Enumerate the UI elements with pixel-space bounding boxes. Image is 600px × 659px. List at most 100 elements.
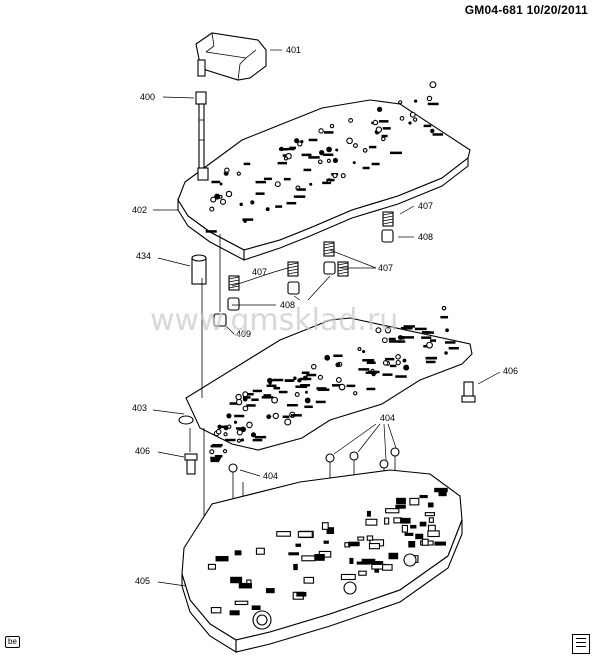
part-401-bracket[interactable] — [195, 32, 267, 81]
part-403-separator-plate[interactable] — [178, 305, 473, 463]
plate-hole — [229, 402, 241, 405]
plate-hole — [300, 139, 304, 144]
body-cell — [296, 591, 307, 597]
plate-hole — [362, 359, 375, 362]
callout-408-top: 408 — [418, 232, 433, 242]
plate-hole — [219, 198, 227, 205]
plate-hole — [250, 432, 257, 438]
plate-hole — [223, 432, 228, 437]
plate-hole — [323, 153, 334, 157]
part-404-check-balls[interactable] — [228, 447, 400, 473]
diagram-date: 10/20/2011 — [526, 3, 588, 17]
plate-hole — [368, 145, 377, 149]
callout-400: 400 — [140, 92, 155, 102]
plate-hole — [255, 192, 265, 195]
plate-hole — [236, 429, 243, 436]
plate-hole — [316, 387, 327, 390]
plate-hole — [304, 397, 311, 404]
plate-hole — [332, 384, 342, 387]
spring-coil — [382, 218, 394, 222]
body-cell — [400, 517, 411, 524]
callout-407-top: 407 — [418, 201, 433, 211]
plate-hole — [263, 177, 272, 181]
plate-hole — [389, 340, 399, 343]
plate-hole — [304, 390, 308, 394]
body-cell — [366, 510, 371, 517]
body-cell — [434, 487, 448, 493]
plate-hole — [225, 190, 233, 198]
plate-hole — [308, 138, 318, 142]
body-cell — [265, 588, 275, 594]
plate-hole — [303, 168, 312, 172]
plate-hole — [210, 458, 221, 461]
plate-hole — [210, 444, 222, 448]
plate-hole — [294, 392, 300, 397]
plate-hole — [236, 438, 242, 443]
plate-hole — [326, 178, 335, 182]
plate-hole — [296, 188, 306, 191]
plate-hole — [295, 385, 308, 388]
callout-406-right: 406 — [503, 366, 518, 376]
plate-hole — [240, 438, 245, 442]
body-cell — [408, 541, 416, 548]
plate-hole — [233, 420, 238, 424]
part-402-upper-valve-body[interactable] — [177, 81, 471, 261]
spring-coil — [228, 285, 240, 289]
plate-hole — [283, 156, 288, 161]
corner-badge-left: be — [5, 636, 20, 648]
part-434-sleeve[interactable] — [191, 254, 207, 285]
callout-404-left: 404 — [263, 471, 278, 481]
plate-hole — [372, 119, 379, 126]
plate-hole — [266, 384, 277, 388]
plate-hole — [445, 328, 449, 333]
diagram-header: GM04-681 10/20/2011 — [465, 3, 588, 17]
plate-hole — [310, 363, 317, 370]
plate-hole — [335, 362, 341, 368]
part-406-bolt-left[interactable] — [184, 453, 198, 475]
spring-coil — [287, 271, 299, 275]
part-405-lower-valve-body[interactable] — [181, 469, 463, 653]
plate-hole — [224, 438, 236, 442]
body-cell — [424, 512, 436, 517]
plate-hole — [306, 373, 317, 377]
part-407-springs[interactable] — [228, 211, 394, 291]
spring-coil — [323, 248, 335, 252]
plate-hole — [402, 358, 407, 363]
callout-434: 434 — [136, 251, 151, 261]
plate-hole — [382, 373, 393, 376]
plate-hole — [326, 146, 332, 153]
plate-hole — [304, 405, 313, 409]
plate-hole — [423, 124, 432, 128]
body-cell — [382, 564, 393, 571]
plate-hole — [322, 181, 331, 185]
part-409-plug[interactable] — [213, 313, 227, 327]
body-cell — [361, 558, 376, 565]
spring-coil — [382, 215, 394, 219]
plate-hole — [333, 354, 343, 358]
plate-hole — [282, 415, 290, 419]
part-400-bolt[interactable] — [195, 91, 207, 175]
plate-hole — [395, 359, 401, 366]
plate-hole — [335, 377, 342, 383]
plate-hole — [430, 339, 437, 342]
plate-hole — [252, 389, 263, 393]
plate-hole — [308, 156, 320, 159]
body-cell — [434, 541, 446, 546]
plate-hole — [235, 393, 242, 401]
spring-coil — [337, 265, 349, 269]
body-cell — [384, 517, 390, 525]
spring-coil — [228, 279, 240, 283]
body-cell — [427, 530, 440, 538]
body-cell — [210, 607, 222, 614]
plate-hole — [246, 404, 256, 407]
body-cell — [401, 524, 409, 533]
body-cell — [276, 531, 291, 537]
body-cell — [297, 531, 313, 538]
part-408-plugs[interactable] — [227, 229, 394, 311]
body-cell — [321, 522, 329, 530]
plate-hole — [421, 336, 432, 339]
body-cell — [365, 518, 378, 526]
spring-coil — [287, 265, 299, 269]
plate-hole — [324, 354, 331, 361]
part-406-bolt-right[interactable] — [461, 381, 476, 403]
